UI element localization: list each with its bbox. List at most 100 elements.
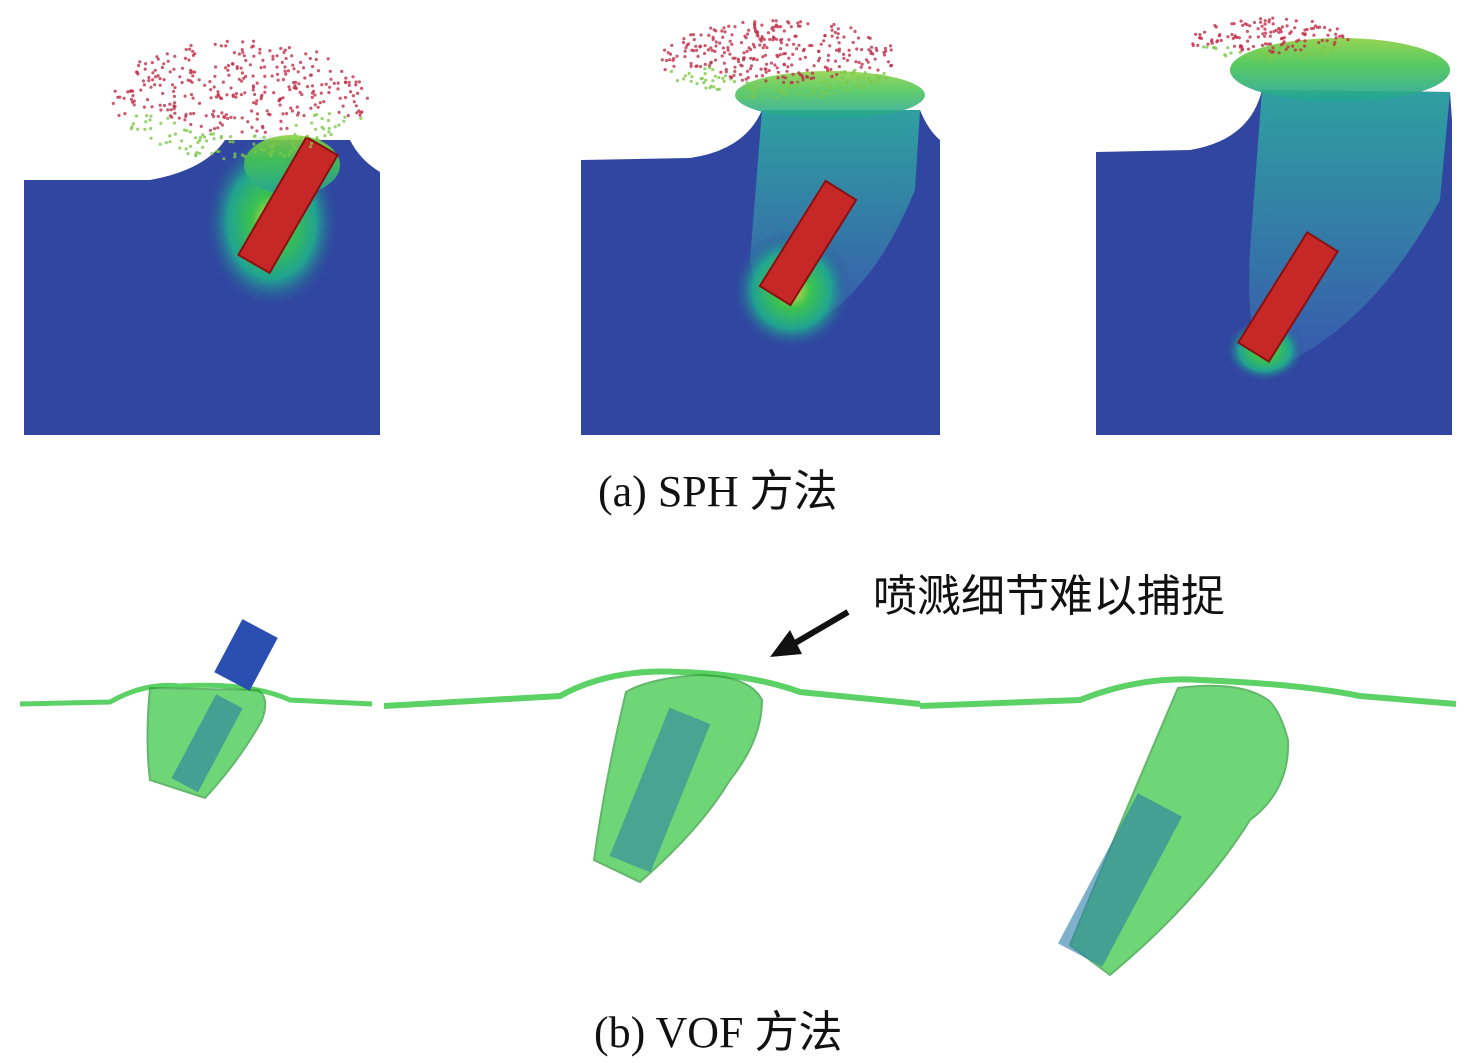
spray-particle	[326, 57, 330, 61]
spray-particle	[1341, 35, 1345, 39]
spray-particle	[670, 43, 674, 48]
spray-particle	[798, 92, 802, 96]
spray-particle	[886, 60, 891, 64]
spray-particle	[822, 39, 826, 43]
sph-frame-2	[581, 19, 940, 435]
spray-particle	[1259, 20, 1263, 24]
spray-particle	[745, 81, 749, 85]
spray-particle	[760, 35, 764, 39]
spray-particle	[684, 46, 688, 50]
spray-particle	[708, 66, 712, 70]
vof-frame-2	[383, 668, 921, 884]
sph-body	[237, 135, 339, 275]
spray-particle	[229, 86, 233, 90]
spray-particle	[281, 96, 285, 100]
spray-particle	[197, 78, 201, 82]
spray-particle	[668, 52, 673, 56]
spray-particle	[355, 111, 359, 115]
spray-particle	[749, 64, 754, 68]
spray-particle	[764, 70, 768, 74]
spray-particle	[755, 58, 759, 62]
spray-particle	[222, 157, 226, 161]
spray-particle	[286, 69, 290, 73]
spray-particle	[1279, 37, 1283, 41]
spray-particle	[699, 33, 703, 37]
spray-particle	[714, 44, 718, 48]
spray-particle	[695, 64, 699, 68]
spray-particle	[733, 25, 737, 29]
spray-particle	[261, 58, 265, 63]
spray-particle	[216, 114, 220, 118]
spray-particle	[722, 79, 726, 83]
spray-particle	[296, 113, 300, 117]
spray-particle	[859, 65, 863, 69]
spray-particle	[156, 57, 160, 61]
vof-body-submerged	[171, 694, 243, 793]
spray-particle	[1277, 51, 1281, 55]
spray-particle	[216, 90, 220, 94]
spray-particle	[324, 82, 328, 86]
spray-particle	[721, 46, 726, 50]
spray-particle	[1256, 27, 1260, 31]
spray-particle	[221, 80, 225, 84]
spray-particle	[722, 61, 727, 65]
spray-particle	[812, 64, 816, 68]
spray-particle	[323, 134, 327, 138]
spray-particle	[258, 51, 262, 55]
spray-particle	[349, 90, 353, 94]
spray-particle	[208, 128, 213, 132]
spray-particle	[251, 74, 255, 78]
spray-particle	[837, 41, 841, 45]
spray-particle	[1271, 46, 1275, 50]
spray-particle	[738, 72, 743, 77]
spray-particle	[724, 70, 728, 74]
spray-particle	[1314, 54, 1318, 58]
spray-particle	[1264, 31, 1268, 35]
spray-particle	[150, 105, 154, 109]
spray-particle	[842, 35, 846, 39]
spray-particle	[801, 78, 805, 82]
spray-particle	[231, 93, 235, 97]
spray-particle	[860, 48, 864, 52]
spray-particle	[327, 130, 331, 134]
spray-particle	[842, 52, 846, 57]
spray-particle	[231, 62, 235, 66]
spray-annotation-label: 喷溅细节难以捕捉	[873, 571, 1225, 622]
spray-particle	[314, 57, 318, 62]
spray-particle	[782, 80, 786, 84]
spray-particle	[291, 141, 295, 145]
spray-particle	[134, 114, 138, 118]
spray-particle	[240, 71, 244, 75]
spray-particle	[704, 78, 708, 82]
spray-particle	[884, 49, 888, 53]
spray-particle	[1293, 26, 1297, 30]
spray-particle	[1233, 35, 1237, 39]
spray-particle	[850, 72, 854, 76]
spray-particle	[800, 74, 804, 78]
spray-particle	[853, 68, 857, 72]
spray-particle	[744, 36, 748, 40]
spray-particle	[1232, 22, 1236, 26]
spray-particle	[287, 46, 291, 50]
spray-particle	[1260, 24, 1264, 28]
spray-particle	[1323, 52, 1327, 57]
sph-frame-1	[24, 39, 380, 435]
sph-body	[1236, 230, 1340, 364]
spray-particle	[201, 145, 205, 149]
vof-frame-1	[19, 619, 373, 800]
spray-particle	[856, 36, 861, 40]
spray-particle	[1263, 42, 1268, 46]
spray-particle	[1266, 42, 1270, 46]
spray-particle	[219, 44, 223, 48]
spray-particle	[733, 69, 737, 73]
spray-particle	[829, 67, 833, 72]
vof-body-submerged	[1058, 793, 1182, 967]
spray-particle	[265, 109, 269, 113]
spray-particle	[1238, 50, 1242, 55]
spray-particle	[675, 54, 679, 58]
spray-particle	[1258, 51, 1262, 55]
spray-particle	[187, 58, 191, 62]
spray-particle	[276, 78, 280, 82]
spray-particle	[166, 108, 170, 112]
